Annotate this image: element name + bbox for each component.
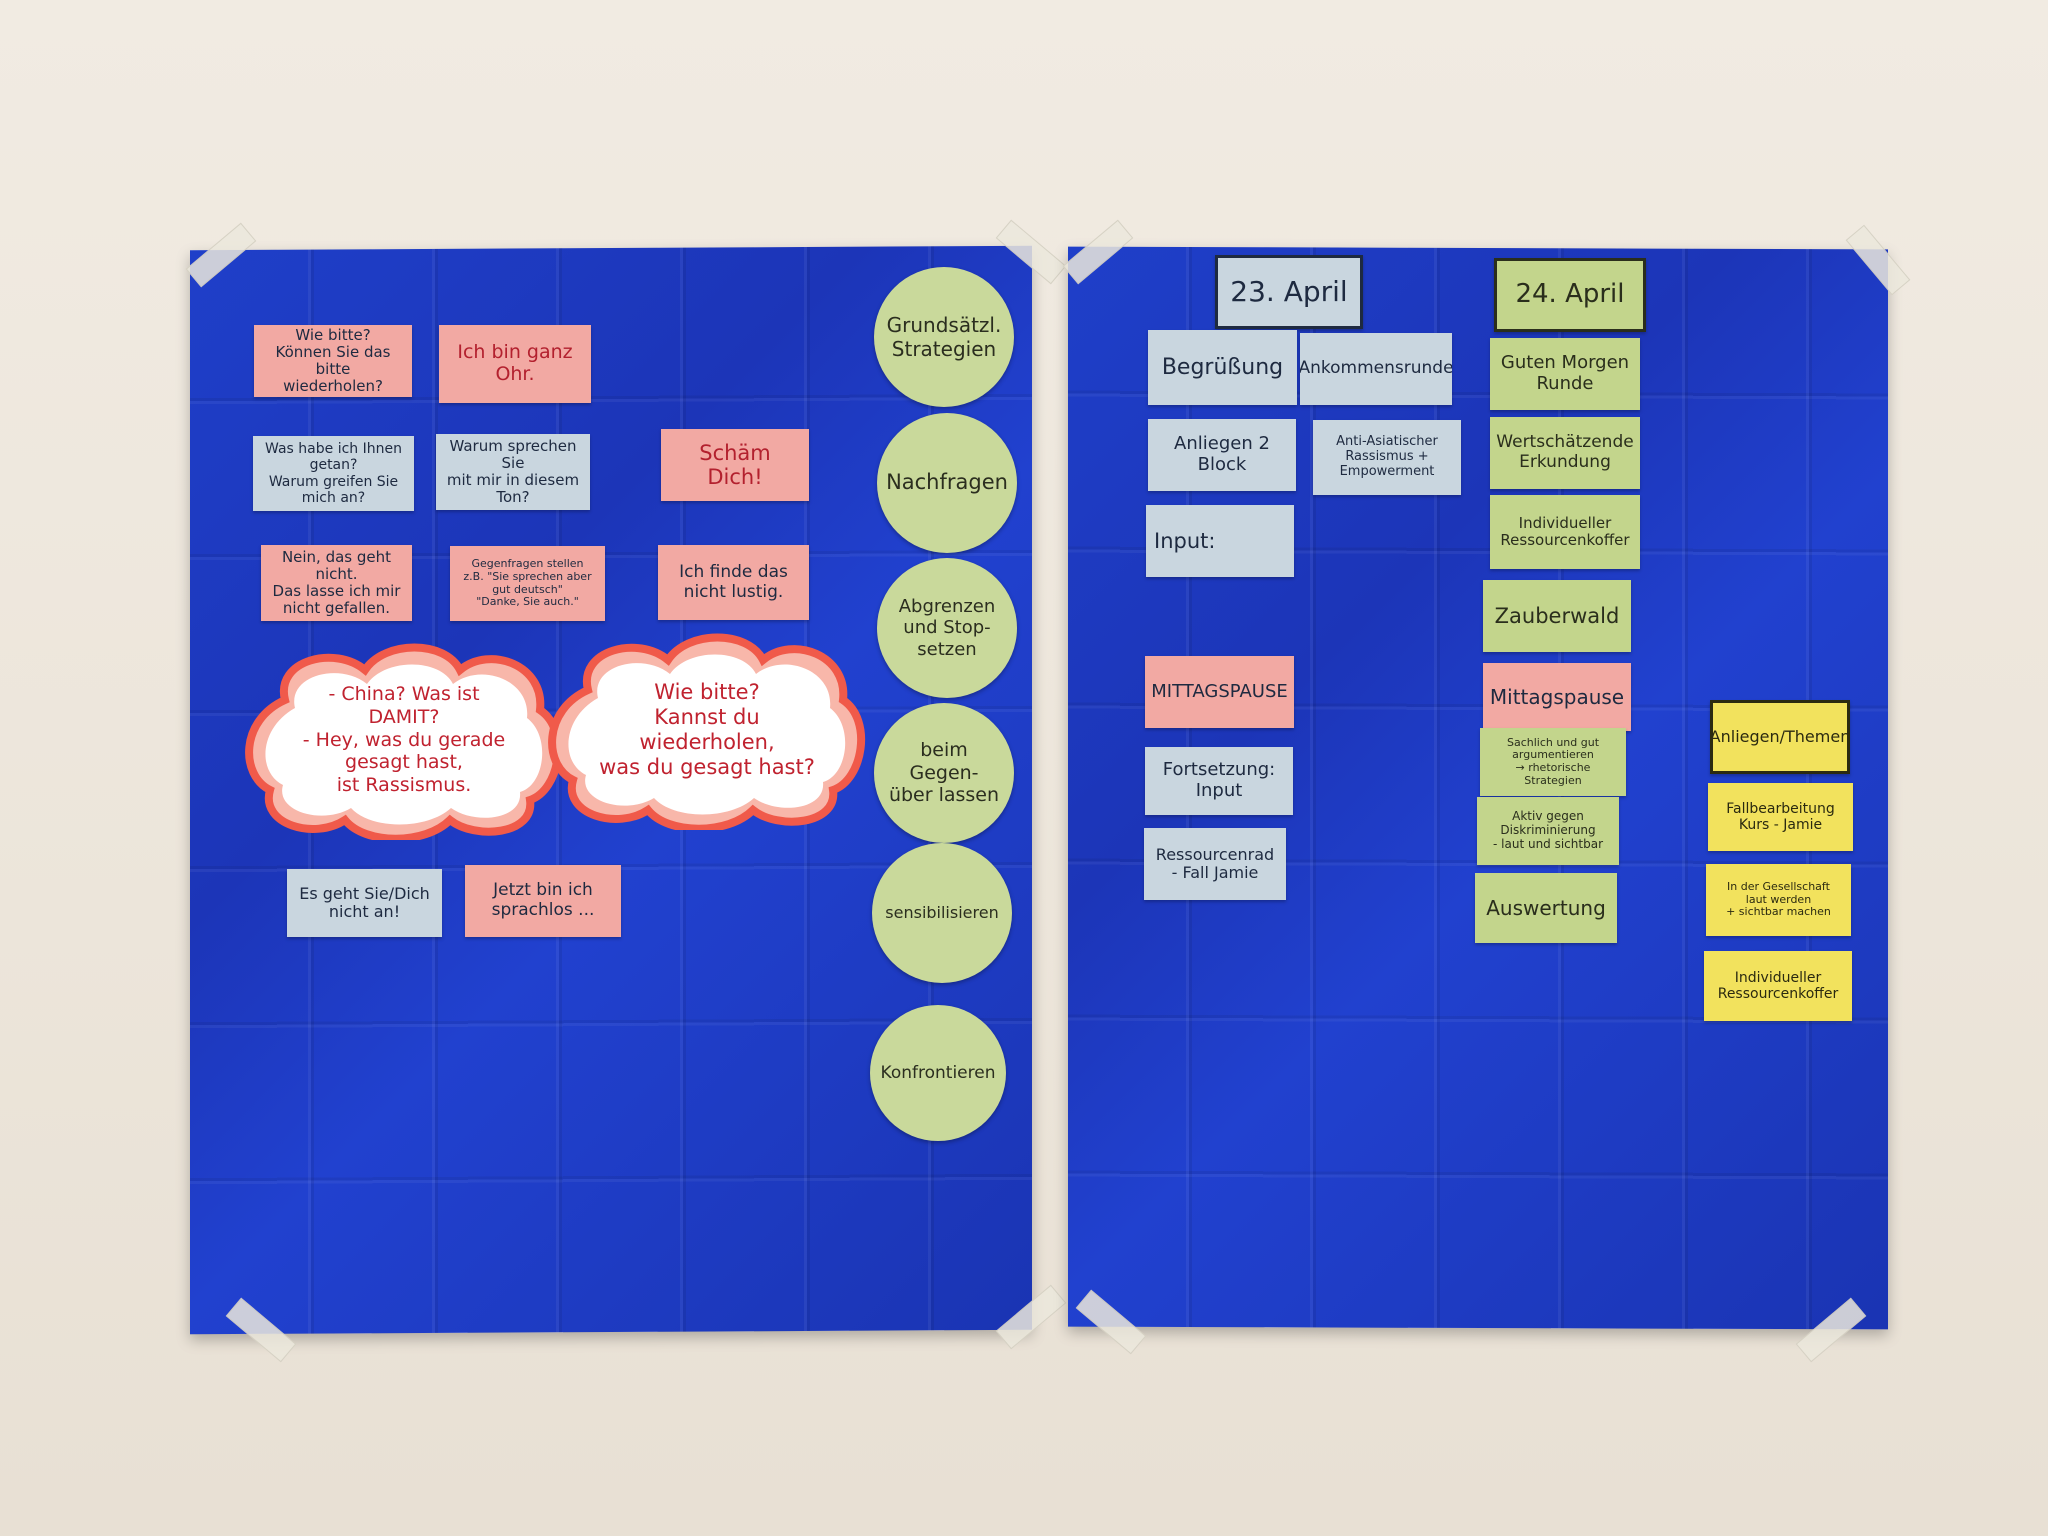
theme-card: In der Gesellschaft laut werden + sichtb…: [1706, 864, 1851, 936]
phrase-card: Wie bitte? Können Sie das bitte wiederho…: [254, 325, 412, 397]
agenda-card: Begrüßung: [1148, 330, 1297, 405]
strategy-circle: sensibilisieren: [872, 843, 1012, 983]
date-header: 23. April: [1215, 255, 1363, 329]
phrase-card: Ich finde das nicht lustig.: [658, 545, 809, 620]
themes-header: Anliegen/Themen: [1710, 700, 1850, 774]
phrase-card: Was habe ich Ihnen getan? Warum greifen …: [253, 436, 414, 511]
phrase-card: Nein, das geht nicht. Das lasse ich mir …: [261, 545, 412, 621]
phrase-card: Jetzt bin ich sprachlos ...: [465, 865, 621, 937]
cloud-shape: [548, 633, 866, 830]
agenda-card: Auswertung: [1475, 873, 1617, 943]
theme-card: Fallbearbeitung Kurs - Jamie: [1708, 783, 1853, 851]
phrase-card: Schäm Dich!: [661, 429, 809, 501]
phrase-card: Warum sprechen Sie mit mir in diesem Ton…: [436, 434, 590, 510]
agenda-card: Anti-Asiatischer Rassismus + Empowerment: [1313, 420, 1461, 495]
agenda-card: MITTAGSPAUSE: [1145, 656, 1294, 728]
agenda-card: Anliegen 2 Block: [1148, 419, 1296, 491]
agenda-card: Ressourcenrad - Fall Jamie: [1144, 828, 1286, 900]
agenda-card: Ankommensrunde: [1300, 333, 1452, 405]
cloud-shape: [245, 643, 563, 840]
agenda-card: Input:: [1146, 505, 1294, 577]
agenda-card: Aktiv gegen Diskriminierung - laut und s…: [1477, 797, 1619, 865]
agenda-card: Guten Morgen Runde: [1490, 338, 1640, 410]
cloud-text: - China? Was ist DAMIT? - Hey, was du ge…: [302, 683, 506, 797]
strategy-circle: beim Gegen- über lassen: [874, 703, 1014, 843]
agenda-card: Mittagspause: [1483, 663, 1631, 731]
agenda-card: Wertschätzende Erkundung: [1490, 417, 1640, 489]
strategy-circle: Grundsätzl. Strategien: [874, 267, 1014, 407]
phrase-card: Gegenfragen stellen z.B. "Sie sprechen a…: [450, 546, 605, 621]
phrase-card: Ich bin ganz Ohr.: [439, 325, 591, 403]
date-header: 24. April: [1494, 258, 1646, 332]
theme-card: Individueller Ressourcenkoffer: [1704, 951, 1852, 1021]
agenda-card: Individueller Ressourcenkoffer: [1490, 495, 1640, 569]
cloud-text: Wie bitte? Kannst du wiederholen, was du…: [599, 679, 815, 780]
strategy-circle: Nachfragen: [877, 413, 1017, 553]
agenda-card: Fortsetzung: Input: [1145, 747, 1293, 815]
phrase-card: Es geht Sie/Dich nicht an!: [287, 869, 442, 937]
agenda-card: Zauberwald: [1483, 580, 1631, 652]
strategy-circle: Konfrontieren: [870, 1005, 1006, 1141]
strategy-circle: Abgrenzen und Stop-setzen: [877, 558, 1017, 698]
speech-cloud: Wie bitte? Kannst du wiederholen, was du…: [548, 630, 866, 830]
speech-cloud: - China? Was ist DAMIT? - Hey, was du ge…: [245, 640, 563, 840]
agenda-card: Sachlich und gut argumentieren → rhetori…: [1480, 728, 1626, 796]
